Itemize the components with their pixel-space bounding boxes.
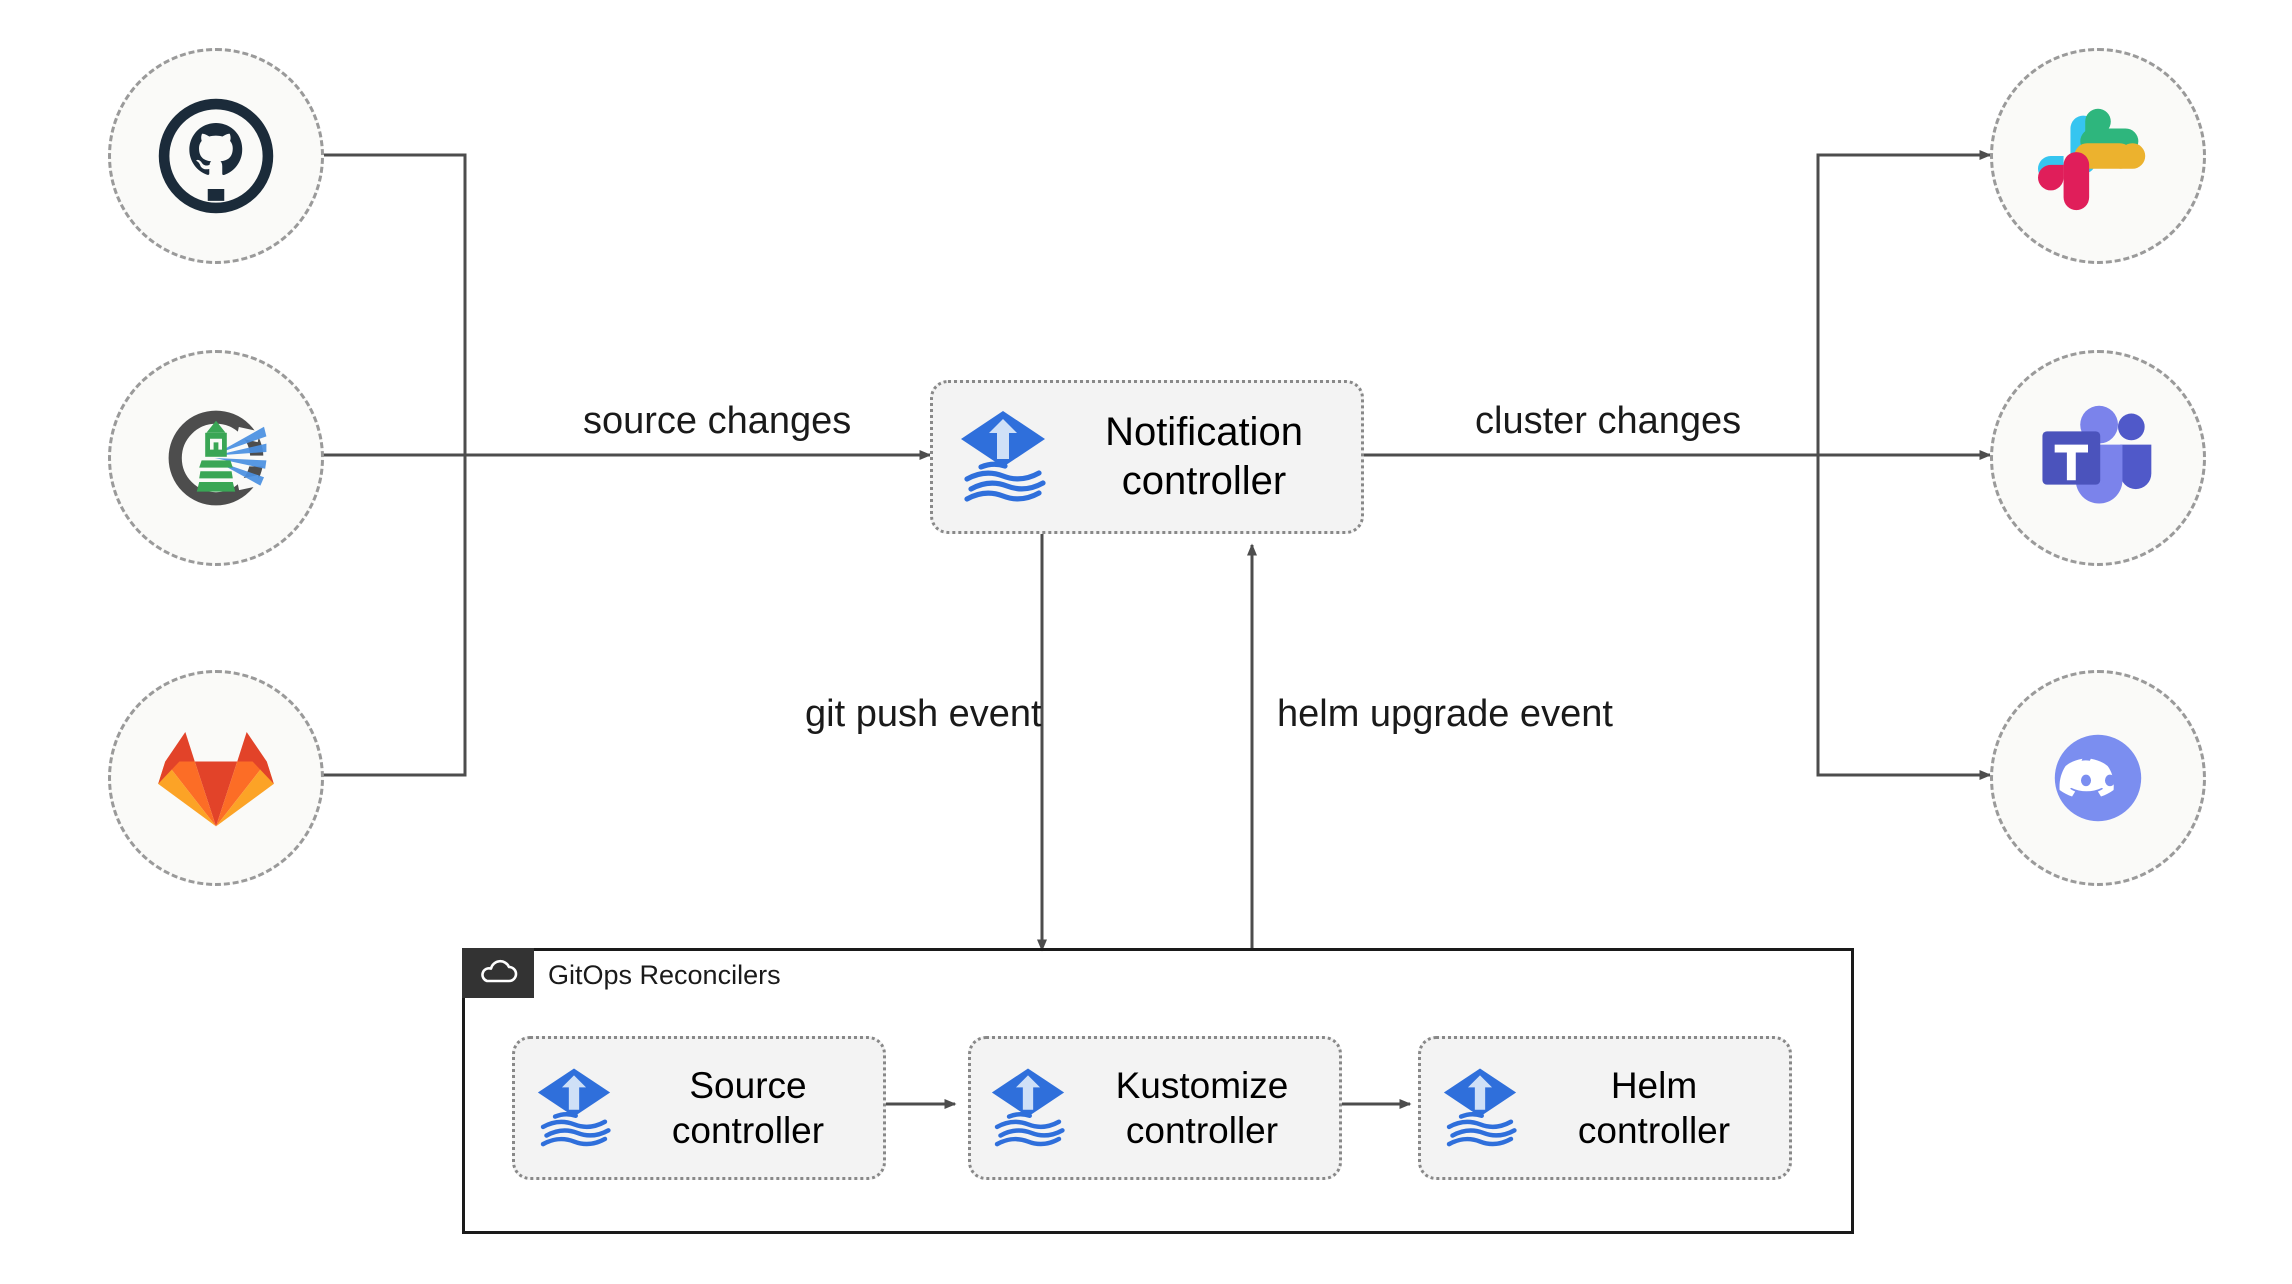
- flux-icon: [515, 1063, 633, 1153]
- edge-label-source-changes: source changes: [583, 400, 852, 442]
- edge-label-helm-upgrade-event: helm upgrade event: [1277, 693, 1613, 735]
- notification-controller-label: Notification controller: [1073, 408, 1361, 506]
- gitops-reconcilers-tab: [462, 948, 534, 998]
- notification-controller-line2: controller: [1121, 459, 1287, 503]
- destination-node-slack[interactable]: [1990, 48, 2206, 264]
- edge-label-cluster-changes: cluster changes: [1475, 400, 1742, 442]
- source-controller-line2: controller: [671, 1110, 825, 1151]
- discord-icon: [2054, 734, 2142, 822]
- source-node-gitlab[interactable]: [108, 670, 324, 886]
- flux-icon: [933, 405, 1073, 509]
- destination-node-discord[interactable]: [1990, 670, 2206, 886]
- source-controller-line1: Source: [689, 1064, 807, 1106]
- notification-controller-box[interactable]: Notification controller: [930, 380, 1364, 534]
- gitlab-icon: [158, 731, 274, 827]
- slack-icon: [2038, 108, 2146, 211]
- notification-controller-line1: Notification: [1105, 410, 1303, 455]
- source-node-github[interactable]: [108, 48, 324, 264]
- helm-controller-label: Helm controller: [1539, 1063, 1789, 1153]
- edge-label-git-push-event: git push event: [805, 693, 1042, 735]
- destination-node-teams[interactable]: [1990, 350, 2206, 566]
- helm-controller-line2: controller: [1577, 1110, 1731, 1151]
- kustomize-controller-line1: Kustomize: [1115, 1064, 1289, 1106]
- kustomize-controller-label: Kustomize controller: [1085, 1063, 1339, 1153]
- kustomize-controller-line2: controller: [1125, 1110, 1279, 1151]
- wire-to-discord: [1816, 455, 1992, 780]
- teams-icon: [2042, 405, 2152, 504]
- source-controller-box[interactable]: Source controller: [512, 1036, 886, 1180]
- gitops-reconcilers-title: GitOps Reconcilers: [548, 960, 781, 990]
- source-controller-label: Source controller: [633, 1063, 883, 1153]
- cloud-icon: [481, 959, 518, 983]
- helm-controller-line1: Helm: [1610, 1064, 1698, 1106]
- flux-icon: [1421, 1063, 1539, 1153]
- flux-icon: [971, 1063, 1085, 1153]
- kustomize-controller-box[interactable]: Kustomize controller: [968, 1036, 1342, 1180]
- gitops-reconcilers-group: [462, 948, 1854, 1234]
- github-icon: [158, 98, 274, 214]
- wire-to-slack: [1816, 150, 1992, 455]
- helm-controller-box[interactable]: Helm controller: [1418, 1036, 1792, 1180]
- lighthouse-icon: [168, 410, 267, 506]
- source-node-bitbucket[interactable]: [108, 350, 324, 566]
